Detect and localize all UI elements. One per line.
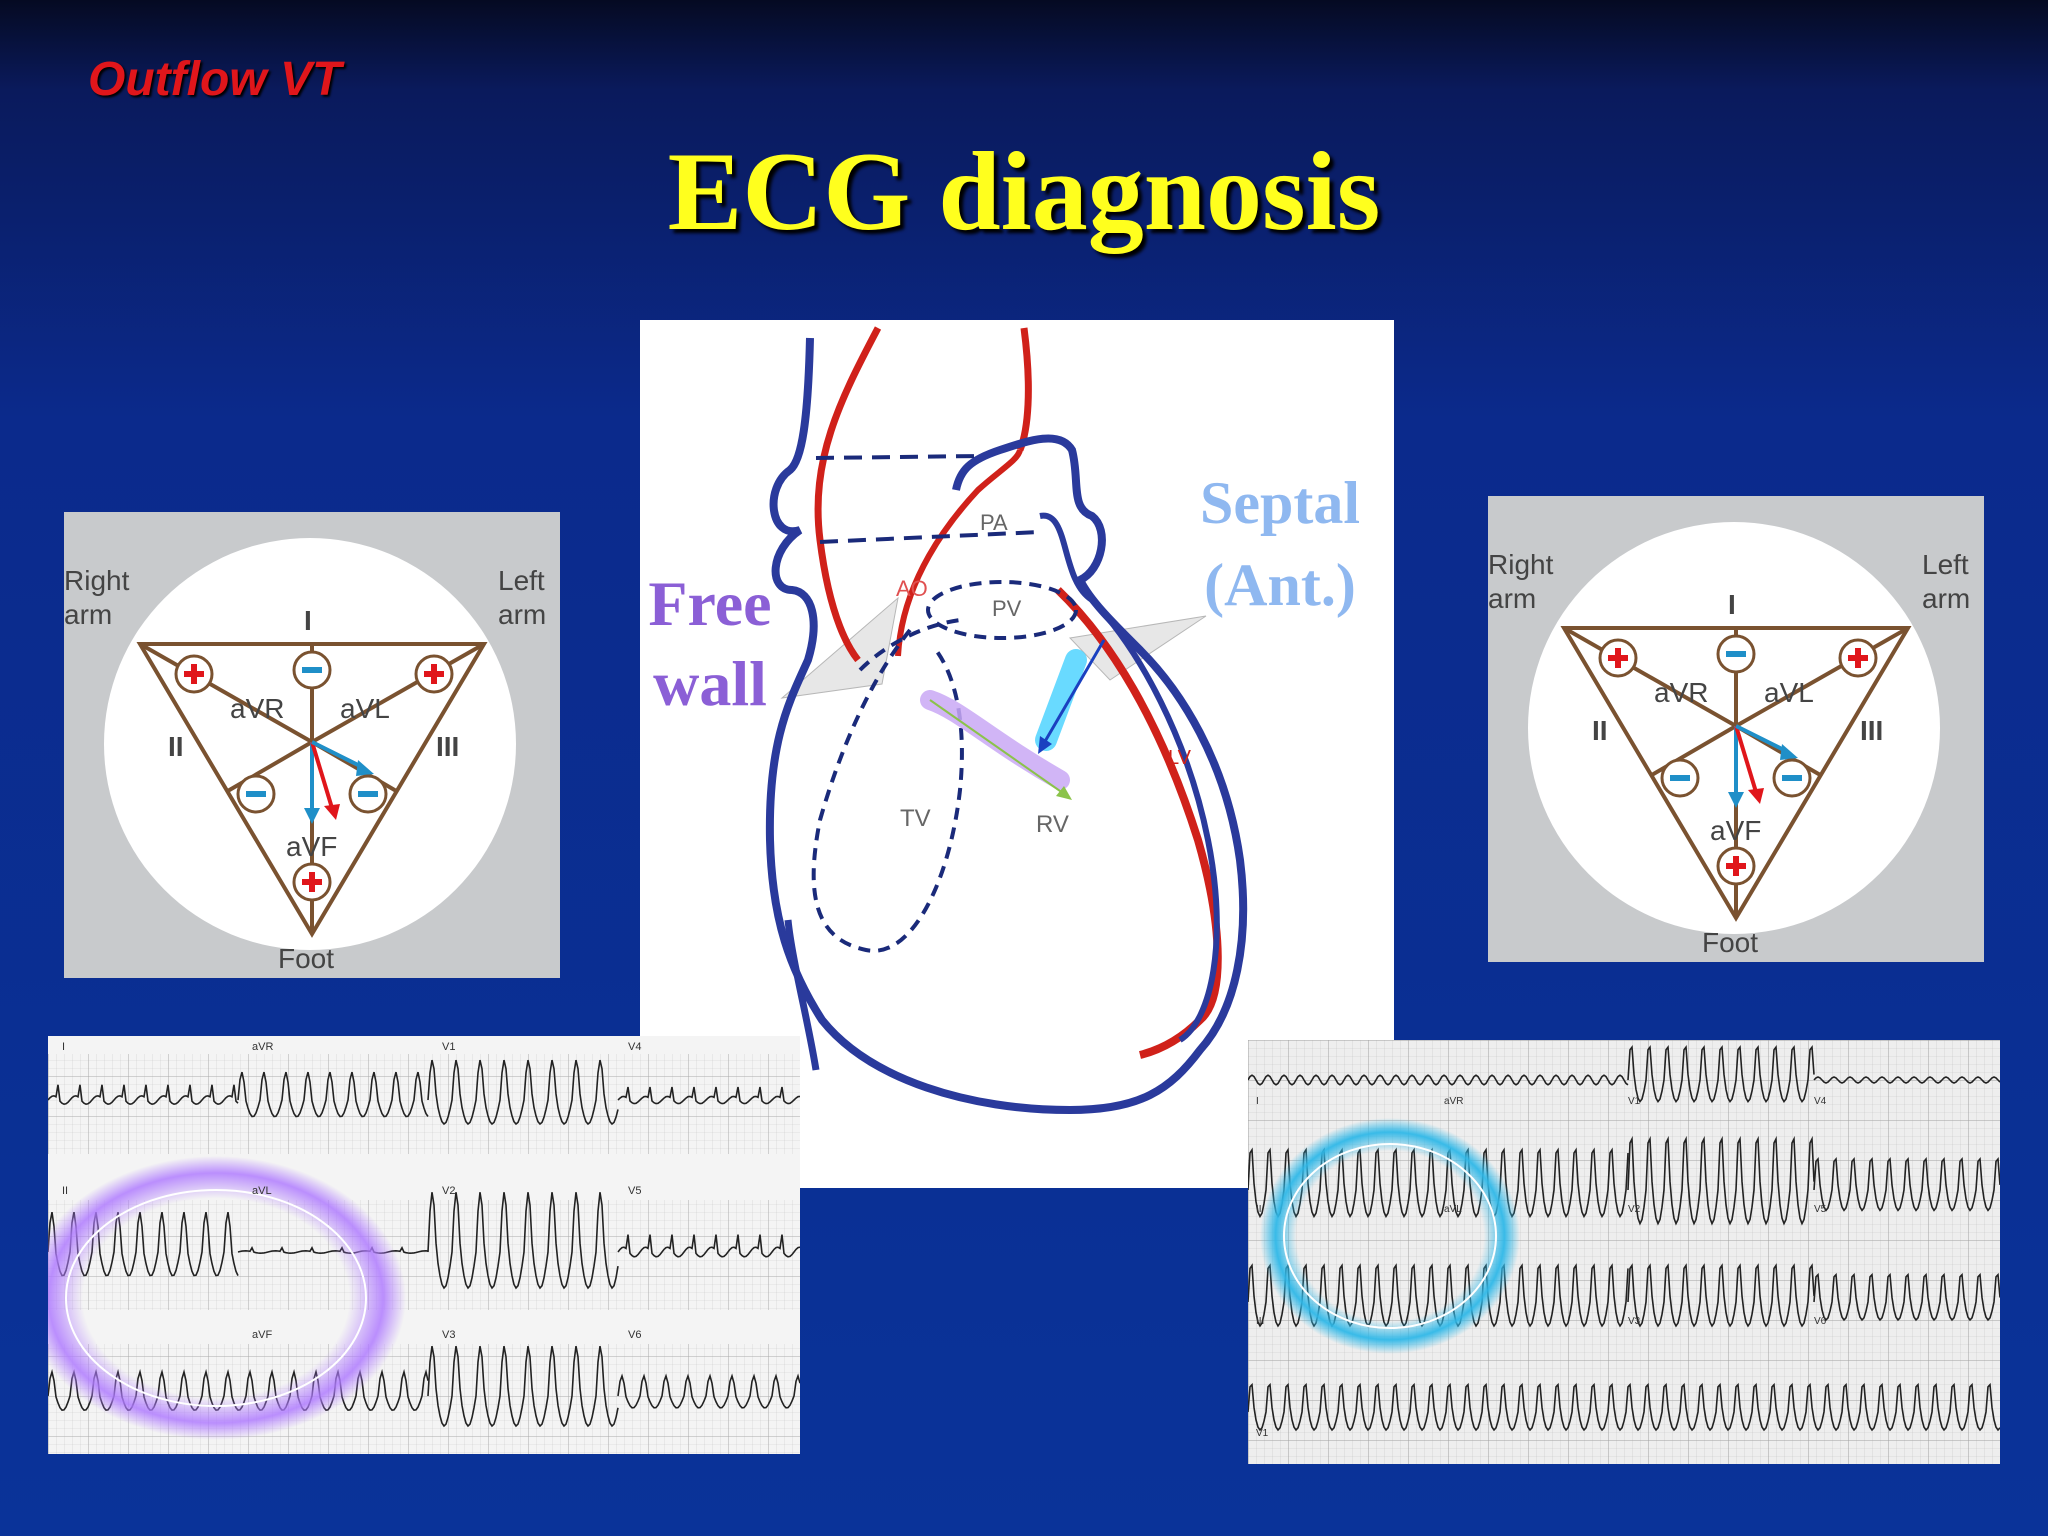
ecg-trace xyxy=(1813,1272,2001,1322)
ecg-lead-label: aVL xyxy=(252,1185,272,1197)
ecg-lead-label: V4 xyxy=(1814,1096,1827,1107)
plus-icon xyxy=(1838,638,1878,678)
ecg-trace xyxy=(47,1084,239,1106)
foot-label: Foot xyxy=(278,943,334,974)
ao-label: AO xyxy=(896,576,928,601)
ecg-lead-label: aVR xyxy=(252,1041,273,1053)
free-wall-line1: Free xyxy=(648,568,772,639)
avl-label: aVL xyxy=(340,693,390,724)
slide-title: ECG diagnosis xyxy=(667,130,1381,254)
lead-iii-label: III xyxy=(1860,715,1883,746)
septal-label: Septal (Ant.) xyxy=(1180,462,1380,626)
ecg-lead-label: aVR xyxy=(1444,1096,1463,1107)
ecg-lead-label: aVF xyxy=(252,1329,272,1341)
plus-icon xyxy=(414,654,454,694)
lead-ii-label: II xyxy=(168,731,184,762)
right-arm-label-2: arm xyxy=(64,599,112,630)
ecg-lead-label: V1 xyxy=(1256,1428,1269,1439)
ecg-strip-left: I aVR V1 V4 II aVL V2 V5 aVF V3 V6 xyxy=(26,1036,801,1454)
left-arm-label-2: arm xyxy=(498,599,546,630)
ecg-lead-label: V3 xyxy=(442,1329,455,1341)
ecg-lead-label: III xyxy=(1256,1316,1264,1327)
einthoven-triangle-right: Right arm Left arm I II III aVR aVL aVF … xyxy=(1488,496,1984,962)
right-arm-label-2: arm xyxy=(1488,583,1536,614)
minus-icon xyxy=(236,774,276,814)
ecg-trace xyxy=(1627,1263,1815,1328)
minus-icon xyxy=(292,650,332,690)
plus-icon xyxy=(1598,638,1638,678)
left-arm-label: Left xyxy=(1922,549,1969,580)
ecg-trace xyxy=(1627,1135,1815,1226)
ecg-trace xyxy=(1627,1045,1815,1104)
minus-icon xyxy=(348,774,388,814)
pv-label: PV xyxy=(992,596,1022,621)
outflow-vt-tag: Outflow VT xyxy=(88,53,342,106)
ecg-trace xyxy=(427,1059,619,1126)
avr-label: aVR xyxy=(230,693,284,724)
avf-label: aVF xyxy=(286,831,337,862)
ecg-trace xyxy=(617,1373,801,1409)
free-wall-label: Free wall xyxy=(620,564,800,724)
einthoven-triangle-left: Right arm Left arm I II III aVR aVL aVF … xyxy=(64,512,560,978)
ecg-trace xyxy=(427,1192,619,1290)
lead-i-label: I xyxy=(1728,589,1736,620)
ecg-lead-label: aVL xyxy=(1444,1204,1462,1215)
septal-line2: (Ant.) xyxy=(1204,552,1356,618)
ecg-trace xyxy=(1247,1382,2001,1432)
ecg-lead-label: V5 xyxy=(628,1185,641,1197)
rv-label: RV xyxy=(1036,811,1069,838)
plus-icon xyxy=(1716,846,1756,886)
lead-ii-label: II xyxy=(1592,715,1608,746)
tv-label: TV xyxy=(900,805,931,832)
septal-line1: Septal xyxy=(1199,470,1361,536)
free-wall-line2: wall xyxy=(653,648,767,719)
ecg-lead-label: V6 xyxy=(628,1329,641,1341)
ecg-trace xyxy=(1813,1156,2001,1212)
lv-label: LV xyxy=(1168,747,1192,769)
ecg-trace xyxy=(427,1345,619,1428)
ecg-lead-label: V3 xyxy=(1628,1316,1641,1327)
ecg-lead-label: V4 xyxy=(628,1041,641,1053)
minus-icon xyxy=(1716,634,1756,674)
plus-icon xyxy=(174,654,214,694)
heart-diagram: PA AO PV TV RV LV xyxy=(765,326,1248,1115)
ecg-trace xyxy=(237,1071,429,1118)
ecg-lead-label: I xyxy=(1256,1096,1259,1107)
pa-label: PA xyxy=(980,510,1008,535)
ecg-trace xyxy=(617,1086,801,1105)
left-arm-label-2: arm xyxy=(1922,583,1970,614)
ecg-trace xyxy=(1813,1076,2001,1084)
avl-label: aVL xyxy=(1764,677,1814,708)
ecg-lead-label: V5 xyxy=(1814,1204,1827,1215)
ecg-strip-right: I aVR V1 V4 II aVL V2 V5 III V3 V6 V1 xyxy=(1247,1040,2001,1464)
lead-iii-label: III xyxy=(436,731,459,762)
ecg-lead-label: V1 xyxy=(442,1041,455,1053)
ecg-lead-label: V2 xyxy=(1628,1204,1641,1215)
minus-icon xyxy=(1772,758,1812,798)
ecg-trace xyxy=(617,1234,801,1258)
ecg-trace xyxy=(1247,1074,1629,1086)
ecg-lead-label: II xyxy=(1256,1204,1262,1215)
avr-label: aVR xyxy=(1654,677,1708,708)
plus-icon xyxy=(292,862,332,902)
foot-label: Foot xyxy=(1702,927,1758,958)
ecg-lead-label: I xyxy=(62,1041,65,1053)
right-arm-label: Right xyxy=(64,565,130,596)
minus-icon xyxy=(1660,758,1700,798)
right-arm-label: Right xyxy=(1488,549,1554,580)
ecg-lead-label: V1 xyxy=(1628,1096,1641,1107)
ecg-lead-label: II xyxy=(62,1185,68,1197)
lead-i-label: I xyxy=(304,605,312,636)
ecg-lead-label: V2 xyxy=(442,1185,455,1197)
left-arm-label: Left xyxy=(498,565,545,596)
avf-label: aVF xyxy=(1710,815,1761,846)
ecg-lead-label: V6 xyxy=(1814,1316,1827,1327)
